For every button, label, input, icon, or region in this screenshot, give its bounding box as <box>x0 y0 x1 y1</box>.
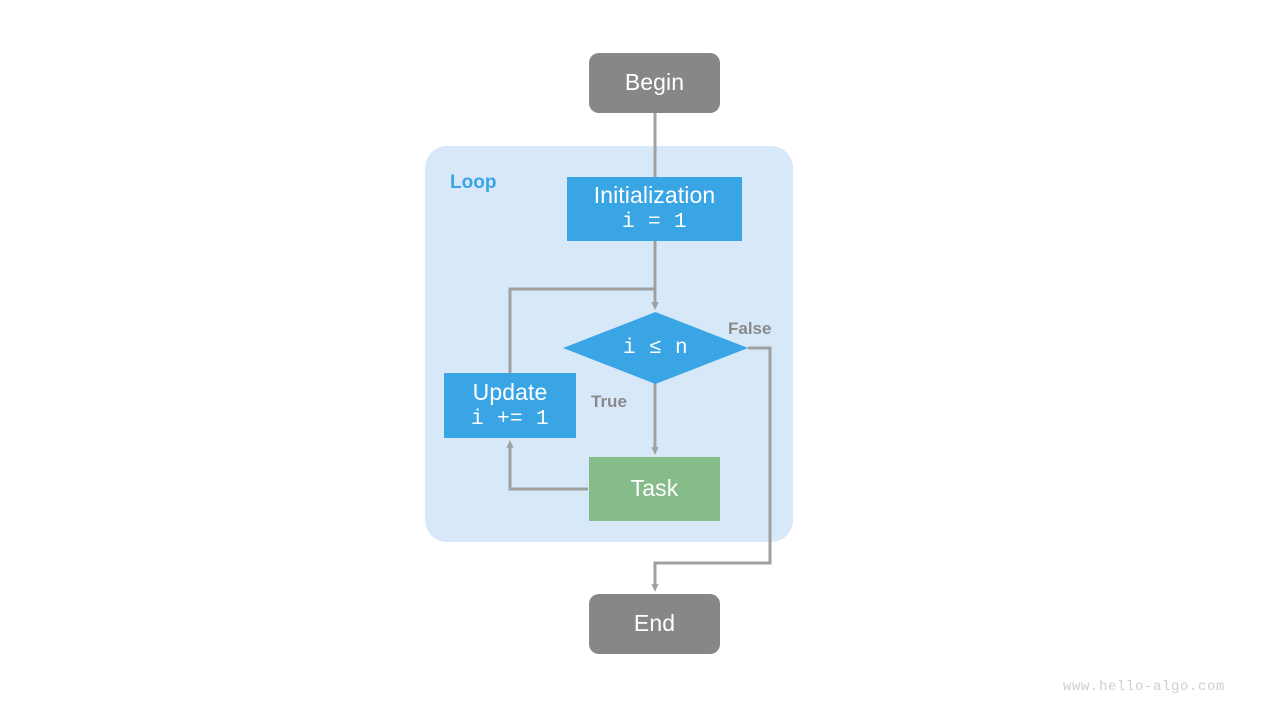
node-initialization[interactable]: Initialization i = 1 <box>567 177 742 241</box>
edge-label-true: True <box>591 392 627 411</box>
edge-label-false: False <box>728 319 772 338</box>
node-task[interactable]: Task <box>589 457 720 521</box>
node-initialization-label: Initialization <box>593 182 716 209</box>
watermark: www.hello-algo.com <box>1063 679 1226 695</box>
loop-container-label: Loop <box>450 172 497 193</box>
node-condition-code: i ≤ n <box>622 336 688 360</box>
node-end[interactable]: End <box>589 594 720 654</box>
node-begin[interactable]: Begin <box>589 53 720 113</box>
node-update-code: i += 1 <box>470 407 549 431</box>
node-task-label: Task <box>630 475 679 502</box>
node-initialization-code: i = 1 <box>621 211 687 235</box>
node-condition[interactable]: i ≤ n <box>563 312 748 384</box>
node-end-label: End <box>633 610 676 637</box>
node-update-label: Update <box>472 378 548 405</box>
node-update[interactable]: Update i += 1 <box>444 373 576 438</box>
node-begin-label: Begin <box>624 69 685 96</box>
